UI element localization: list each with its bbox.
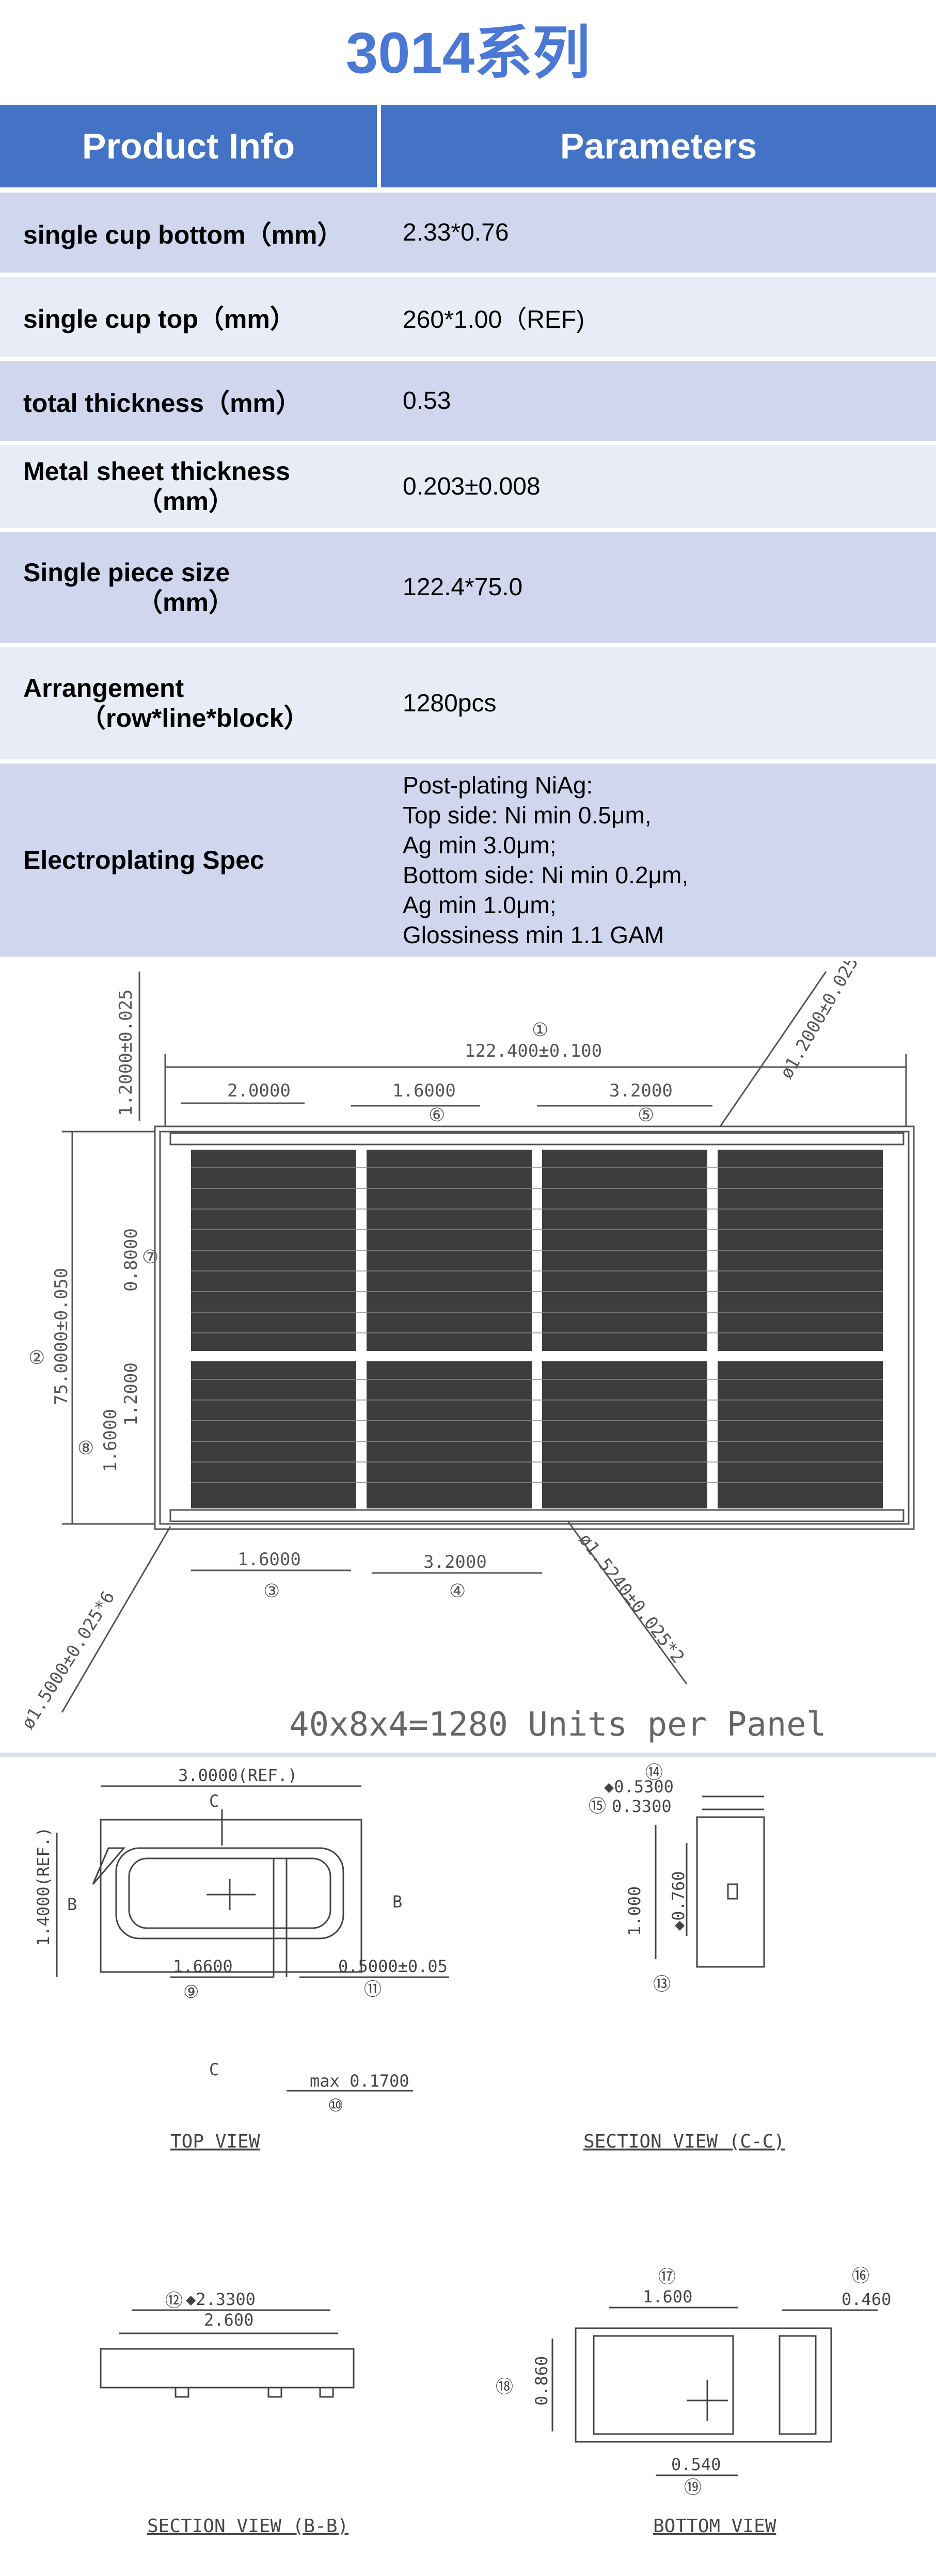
section-cc-label: SECTION VIEW (C-C) (583, 2131, 785, 2152)
row-label: single cup bottom（mm） (0, 193, 377, 273)
row-value: 122.4*75.0 (381, 532, 936, 643)
top-view-label: TOP VIEW (170, 2131, 260, 2152)
label-line: （row*line*block） (80, 704, 310, 733)
dim-bottom-1600: 1.600 (643, 2287, 692, 2307)
table-row: single cup bottom（mm） 2.33*0.76 (0, 193, 936, 273)
row-value: Post-plating NiAg: Top side: Ni min 0.5μ… (381, 764, 936, 957)
section-c-label: C (209, 2060, 219, 2079)
dim-1000: 1.000 (625, 1886, 644, 1936)
section-b-label: B (67, 1895, 77, 1914)
label-line: Metal sheet thickness (23, 457, 290, 486)
callout-1: ① (532, 1020, 548, 1041)
dim-0540: 0.540 (671, 2455, 721, 2474)
dim-3200-bottom: 3.2000 (423, 1552, 487, 1572)
callout-16: ⑯ (852, 2266, 869, 2286)
dim-max: max 0.1700 (310, 2071, 409, 2091)
dim-3200-top: 3.2000 (609, 1080, 673, 1101)
label-line: Single piece size (23, 558, 230, 587)
callout-8: ⑧ (77, 1438, 94, 1459)
row-label: Single piece size （mm） (0, 532, 377, 643)
dim-overall-width: 122.400±0.100 (465, 1041, 602, 1061)
detail-drawings: 3.0000(REF.) 1.4000(REF.) 1.6600 0.5000±… (0, 1760, 936, 2571)
bottom-view-label: BOTTOM VIEW (653, 2516, 776, 2537)
row-label: Metal sheet thickness （mm） (0, 445, 377, 528)
callout-6: ⑥ (429, 1105, 445, 1126)
callout-9: ⑨ (183, 1982, 199, 2002)
row-value: 1280pcs (381, 647, 936, 759)
callout-10: ⑩ (328, 2095, 343, 2116)
header-product-info: Product Info (0, 105, 377, 187)
section-divider (0, 1753, 936, 1757)
section-bb-label: SECTION VIEW (B-B) (147, 2516, 348, 2537)
label-line: （mm） (137, 487, 234, 516)
section-b-label: B (392, 1892, 402, 1912)
dim-2330: ◆2.3300 (186, 2289, 256, 2309)
header-parameters: Parameters (381, 105, 936, 187)
callout-15: ⑮ (589, 1796, 606, 1817)
table-row: Arrangement （row*line*block） 1280pcs (0, 647, 936, 759)
panel-drawing: 122.400±0.100 2.0000 1.6000 3.2000 1.600… (0, 961, 936, 1751)
page-title: 3014系列 (345, 21, 591, 85)
dim-12000: 1.2000 (121, 1362, 141, 1426)
table-row: Single piece size （mm） 122.4*75.0 (0, 532, 936, 643)
row-label: single cup top（mm） (0, 277, 377, 357)
row-label: Electroplating Spec (0, 764, 377, 957)
dim-1600-top: 1.6000 (392, 1080, 456, 1101)
dim-1600-bottom: 1.6000 (237, 1549, 301, 1570)
top-view-height: 1.4000(REF.) (34, 1827, 53, 1946)
spec-table: Product Info Parameters single cup botto… (0, 105, 936, 957)
value-line: Ag min 1.0μm; (403, 892, 557, 918)
dim-1660: 1.6600 (173, 1957, 233, 1976)
panel-caption: 40x8x4=1280 Units per Panel (289, 1706, 826, 1744)
dim-08000: 0.8000 (121, 1228, 141, 1292)
dim-16000: 1.6000 (100, 1409, 121, 1472)
callout-13: ⑬ (653, 1974, 671, 1995)
dim-0530: ◆0.5300 (604, 1777, 674, 1796)
top-view-width: 3.0000(REF.) (178, 1766, 297, 1785)
callout-4: ④ (449, 1581, 466, 1602)
dim-0460: 0.460 (842, 2289, 891, 2309)
dim-0330: 0.3300 (612, 1796, 672, 1816)
table-row: single cup top（mm） 260*1.00（REF) (0, 277, 936, 357)
label-line: Arrangement (23, 674, 184, 703)
callout-7: ⑦ (142, 1247, 158, 1268)
callout-3: ③ (263, 1581, 280, 1602)
callout-2: ② (28, 1347, 45, 1369)
row-value: 0.53 (381, 361, 936, 441)
dim-2600: 2.600 (204, 2310, 253, 2330)
dim-2000: 2.0000 (227, 1080, 291, 1101)
table-row: Electroplating Spec Post-plating NiAg: T… (0, 764, 936, 957)
value-line: Post-plating NiAg: (403, 772, 593, 799)
callout-12: ⑫ (165, 2291, 183, 2311)
row-label: Arrangement （row*line*block） (0, 647, 377, 759)
callout-14: ⑭ (645, 1762, 663, 1783)
callout-11: ⑪ (364, 1979, 382, 2000)
dim-0500: 0.5000±0.05 (338, 1957, 448, 1976)
table-row: Metal sheet thickness （mm） 0.203±0.008 (0, 445, 936, 528)
value-line: Top side: Ni min 0.5μm, (403, 802, 652, 829)
row-value: 2.33*0.76 (381, 193, 936, 273)
callout-18: ⑱ (496, 2377, 513, 2397)
dim-1200-tol: 1.2000±0.025 (116, 989, 136, 1116)
dim-0760: ◆0.760 (669, 1871, 688, 1931)
row-value: 0.203±0.008 (381, 445, 936, 528)
value-line: Bottom side: Ni min 0.2μm, (403, 862, 689, 888)
value-line: Ag min 3.0μm; (403, 832, 557, 858)
callout-17: ⑰ (658, 2267, 676, 2287)
value-line: Glossiness min 1.1 GAM (403, 921, 664, 948)
table-row: total thickness（mm） 0.53 (0, 361, 936, 441)
callout-19: ⑲ (684, 2477, 702, 2498)
section-c-label: C (209, 1791, 219, 1811)
dim-0860: 0.860 (532, 2356, 551, 2406)
callout-5: ⑤ (638, 1105, 654, 1126)
row-value: 260*1.00（REF) (381, 277, 936, 357)
label-line: （mm） (137, 587, 234, 617)
row-label: total thickness（mm） (0, 361, 377, 441)
dim-overall-height: 75.0000±0.050 (51, 1268, 72, 1405)
